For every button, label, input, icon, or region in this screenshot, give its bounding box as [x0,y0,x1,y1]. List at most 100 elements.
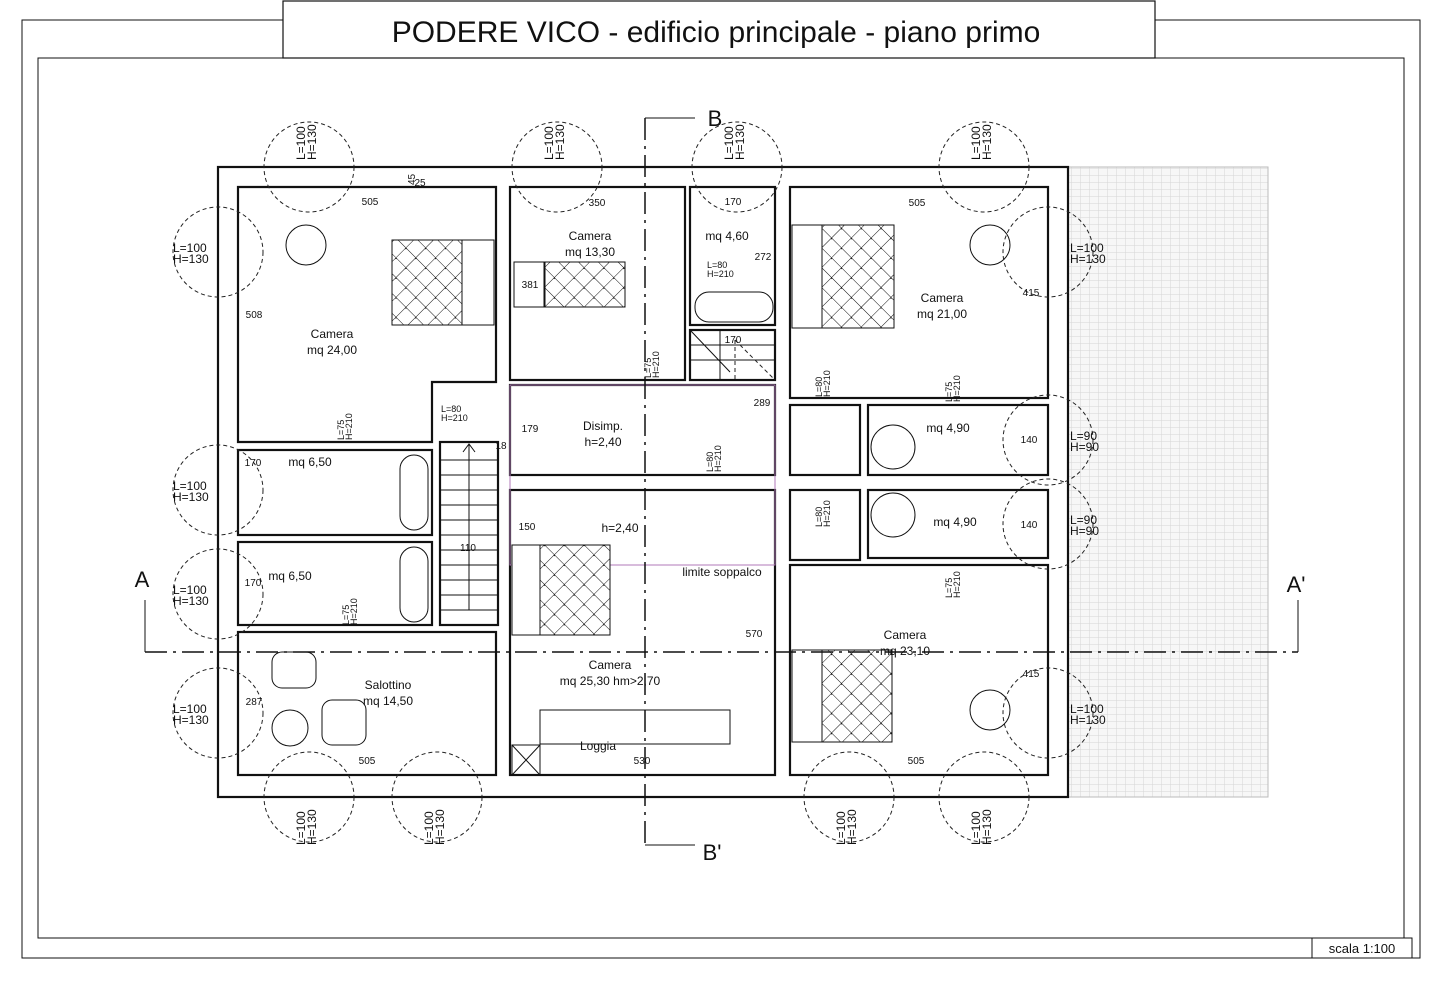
window-width-label: L=100 [173,583,207,597]
room-name: Camera [311,327,354,341]
window-height-label: H=130 [433,809,447,845]
window-swing-arc [263,121,355,213]
window-width-label: L=100 [969,811,983,845]
window-height-label: H=130 [173,490,209,504]
room-area: mq 4,60 [705,229,749,243]
window-width-label: L=100 [173,479,207,493]
door-height-label: H=210 [344,413,354,440]
room-area: mq 25,30 hm>2,70 [560,674,661,688]
window-swing-arc [1002,206,1094,298]
window-height-label: H=130 [980,124,994,160]
room-area: mq 6,50 [288,455,332,469]
room-name: Disimp. [583,419,623,433]
room-area: mq 4,90 [926,421,970,435]
section-label-a: A [135,567,150,592]
window-width-label: L=100 [294,811,308,845]
window-height-label: H=130 [980,809,994,845]
dimension-label: 350 [589,198,606,209]
window-swing-arc [172,206,264,298]
walls [216,165,1070,799]
door-width-label: L=80 [441,404,461,414]
window-height-label: H=130 [733,124,747,160]
window-width-label: L=100 [1070,241,1104,255]
room-area: mq 14,50 [363,694,413,708]
window-swing-arc [172,548,264,640]
window-swing-arc [172,444,264,536]
window-height-label: H=90 [1070,524,1099,538]
door-width-label: L=75 [944,578,954,598]
dimension-label: 415 [1023,288,1040,299]
drawing-title: PODERE VICO - edificio principale - pian… [392,16,1041,49]
section-line-a: A A' [135,567,1306,653]
window-width-label: L=100 [173,241,207,255]
dimension-label: 287 [246,697,263,708]
window-height-label: H=130 [845,809,859,845]
dimension-label: 170 [725,197,742,208]
window-height-label: H=130 [1070,252,1106,266]
dimension-label: 45 [407,173,418,185]
room-name: Camera [921,291,964,305]
dimension-label: 170 [245,458,262,469]
window-width-label: L=90 [1070,429,1097,443]
window-swing-arc [1002,478,1094,570]
window-height-label: H=130 [553,124,567,160]
door-height-label: H=210 [441,413,468,423]
dimension-label: 289 [754,398,771,409]
door-height-label: H=210 [707,269,734,279]
room-area: mq 24,00 [307,343,357,357]
room-name: Camera [589,658,632,672]
window-height-label: H=130 [173,594,209,608]
dimension-label: 530 [634,756,651,767]
dimension-label: 505 [908,756,925,767]
door-width-label: L=80 [705,452,715,472]
section-label-a-prime: A' [1287,572,1306,597]
dimension-label: 505 [359,756,376,767]
room-area: mq 6,50 [268,569,312,583]
room-area: h=2,40 [584,435,621,449]
window-width-label: L=100 [834,811,848,845]
dimension-label: 505 [362,197,379,208]
dimension-label: 272 [755,252,772,263]
window-width-label: L=100 [722,126,736,160]
window-width-label: L=100 [173,702,207,716]
mezzanine-limit-label: limite soppalco [682,565,762,579]
door-height-label: H=210 [713,445,723,472]
window-height-label: H=130 [305,809,319,845]
room-name: Camera [569,229,612,243]
window-width-label: L=100 [969,126,983,160]
staircase [440,329,776,611]
door-width-label: L=75 [944,382,954,402]
door-width-label: L=75 [336,420,346,440]
door-height-label: H=210 [952,375,962,402]
dimension-label: 381 [522,280,539,291]
section-label-b-prime: B' [703,840,722,865]
door-width-label: L=80 [814,507,824,527]
dimension-label: 170 [725,335,742,346]
window-width-label: L=100 [422,811,436,845]
beds [391,224,895,743]
room-area: mq 21,00 [917,307,967,321]
door-height-label: H=210 [349,598,359,625]
mezzanine-limit-line [509,384,776,566]
section-label-b: B [708,106,723,131]
room-area: mq 23,10 [880,644,930,658]
room-name: Camera [884,628,927,642]
window-width-label: L=100 [1070,702,1104,716]
dimension-label: 25 [414,178,426,189]
window-width-label: L=100 [294,126,308,160]
scale-label-box: scala 1:100 [1311,937,1413,959]
dimension-label: 140 [1021,520,1038,531]
window-width-label: L=90 [1070,513,1097,527]
window-swing-arc [172,667,264,759]
dimension-label: 570 [746,629,763,640]
title-block: PODERE VICO - edificio principale - pian… [282,0,1156,59]
dimension-label: 18 [495,441,507,452]
section-line-b: B B' [644,106,723,865]
dimension-label: 505 [909,198,926,209]
scale-label: scala 1:100 [1329,941,1396,956]
window-swing-arc [1002,667,1094,759]
room-area: mq 13,30 [565,245,615,259]
dimension-label: 110 [460,543,476,554]
dimension-label: 415 [1023,669,1040,680]
dimension-label: 170 [245,578,262,589]
